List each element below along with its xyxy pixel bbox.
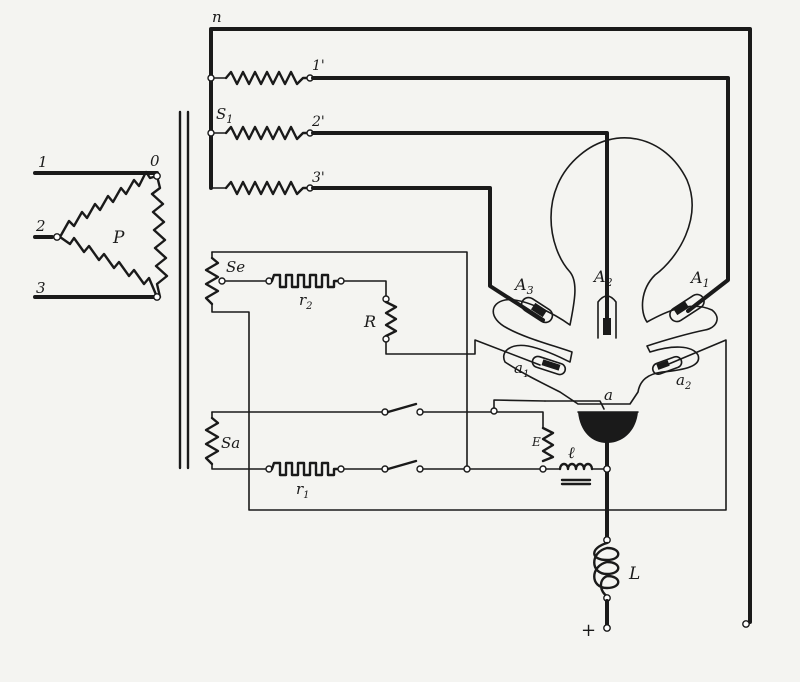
delta-node-2 xyxy=(53,233,61,241)
secondary-winding-2 xyxy=(224,125,309,141)
small-a2-label: a2 xyxy=(676,371,691,392)
delta-winding-bottom xyxy=(58,235,159,299)
neutral-n-label: n xyxy=(212,8,222,26)
terminal-3-label: 3' xyxy=(312,170,325,186)
se-label: Se xyxy=(226,258,245,276)
a1-label: A1 xyxy=(689,268,710,290)
r-label: R xyxy=(363,312,376,331)
line-3-label: 3 xyxy=(36,279,46,297)
lead-1-to-anode-a1 xyxy=(311,76,730,313)
sa-label: Sa xyxy=(221,434,240,452)
anode-a2-stem xyxy=(597,295,617,339)
e-label: E xyxy=(531,435,541,449)
secondary-windings: n 1' 2' S1 3' xyxy=(207,8,752,628)
secondary-winding-3 xyxy=(224,180,309,196)
neutral-rail-n xyxy=(209,27,752,624)
bulb-outline xyxy=(492,137,718,405)
r2-label: r2 xyxy=(299,291,313,312)
dc-output: L + xyxy=(581,441,640,641)
ignition-electrode-a xyxy=(544,400,605,410)
switch-lower[interactable] xyxy=(386,459,418,471)
smoothing-coil-l xyxy=(593,541,620,598)
transformer-core xyxy=(178,110,190,470)
lead-3-to-anode-a3 xyxy=(311,186,545,322)
secondary-winding-1 xyxy=(224,70,309,86)
neutral-terminal xyxy=(742,620,750,628)
delta-winding-right xyxy=(150,174,169,299)
a2-label: A2 xyxy=(592,267,613,289)
mercury-cathode-pool xyxy=(578,412,638,443)
anode-a1-head xyxy=(672,300,690,316)
delta-node-3 xyxy=(153,293,161,301)
small-a1-label: a1 xyxy=(514,359,529,380)
primary-p-label: P xyxy=(112,228,125,248)
positive-terminal xyxy=(603,624,611,632)
node-0-label: 0 xyxy=(150,152,160,170)
start-anode-a2 xyxy=(651,355,683,376)
start-anode-a1 xyxy=(531,355,567,376)
r1-label: r1 xyxy=(296,480,310,501)
mercury-arc-bulb: A3 A2 A1 a1 a2 a xyxy=(492,137,718,443)
line-2-label: 2 xyxy=(35,217,46,235)
line-1-label: 1 xyxy=(38,153,48,171)
delta-winding-top xyxy=(58,170,159,239)
delta-node-0 xyxy=(153,172,161,180)
resistor-r xyxy=(384,300,398,338)
cathode-a-label: a xyxy=(604,386,613,404)
lead-2-to-anode-a2 xyxy=(311,131,609,332)
s1-label: S1 xyxy=(216,105,233,126)
resistor-se xyxy=(204,256,220,306)
resistor-e xyxy=(541,426,555,463)
rheostat-r2 xyxy=(270,273,340,289)
terminal-2-label: 2' xyxy=(311,114,325,130)
anode-a3-stem xyxy=(520,296,554,324)
a3-label: A3 xyxy=(513,275,534,297)
excitation-circuit: Se r2 R Sa r1 xyxy=(204,251,727,511)
l-small-label: ℓ xyxy=(568,443,575,462)
rheostat-r1 xyxy=(270,461,340,477)
coil-small-l xyxy=(558,462,594,471)
resistor-sa xyxy=(204,416,220,466)
primary-delta: 1 2 3 0 P xyxy=(33,152,169,301)
anode-a2-head xyxy=(603,318,611,335)
anode-a3-head xyxy=(530,302,548,318)
plus-label: + xyxy=(581,620,596,641)
switch-upper[interactable] xyxy=(386,402,418,414)
l-big-label: L xyxy=(628,564,640,584)
terminal-1-label: 1' xyxy=(312,58,325,74)
